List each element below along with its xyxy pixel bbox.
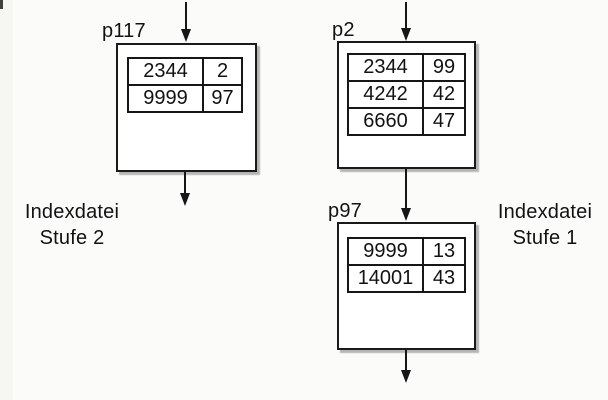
table-row: 2344 2 — [127, 57, 243, 86]
node-box-p2: 2344 99 4242 42 6660 47 — [337, 41, 476, 169]
caption-line: Stufe 1 — [512, 227, 578, 249]
key-cell: 4242 — [347, 80, 424, 109]
node-label-p2: p2 — [332, 19, 355, 41]
arrow-into-p117-icon — [181, 2, 191, 42]
table-row: 4242 42 — [347, 80, 466, 109]
table-row: 9999 13 — [347, 237, 466, 266]
pointer-cell: 47 — [422, 107, 466, 136]
pointer-cell: 43 — [422, 264, 466, 293]
key-cell: 9999 — [347, 237, 424, 266]
scan-corner-artifact — [0, 0, 3, 9]
pointer-cell: 2 — [202, 57, 243, 86]
node-box-p117: 2344 2 9999 97 — [116, 43, 257, 172]
index-table-p97: 9999 13 14001 43 — [347, 237, 466, 293]
key-cell: 14001 — [347, 264, 424, 293]
caption-line: Indexdatei — [24, 201, 120, 223]
key-cell: 9999 — [127, 84, 204, 113]
table-row: 9999 97 — [127, 84, 243, 113]
index-table-p2: 2344 99 4242 42 6660 47 — [347, 53, 466, 136]
table-row: 2344 99 — [347, 53, 466, 82]
arrow-out-of-p97-icon — [401, 350, 411, 383]
caption-line: Indexdatei — [497, 201, 593, 223]
caption-stufe-1: Indexdatei Stufe 1 — [485, 199, 605, 251]
table-row: 14001 43 — [347, 264, 466, 293]
pointer-cell: 97 — [202, 84, 243, 113]
key-cell: 2344 — [127, 57, 204, 86]
scan-edge-strip — [0, 0, 13, 400]
index-table-p117: 2344 2 9999 97 — [127, 57, 243, 113]
arrow-into-p2-icon — [401, 2, 411, 41]
caption-stufe-2: Indexdatei Stufe 2 — [12, 199, 132, 251]
node-label-p117: p117 — [102, 20, 146, 42]
caption-line: Stufe 2 — [39, 227, 105, 249]
pointer-cell: 99 — [422, 53, 466, 82]
node-box-p97: 9999 13 14001 43 — [337, 222, 476, 350]
key-cell: 6660 — [347, 107, 424, 136]
pointer-cell: 42 — [422, 80, 466, 109]
arrow-p2-to-p97-icon — [401, 169, 411, 221]
pointer-cell: 13 — [422, 237, 466, 266]
node-label-p97: p97 — [328, 200, 362, 222]
key-cell: 2344 — [347, 53, 424, 82]
arrow-out-of-p117-icon — [180, 172, 190, 206]
table-row: 6660 47 — [347, 107, 466, 136]
